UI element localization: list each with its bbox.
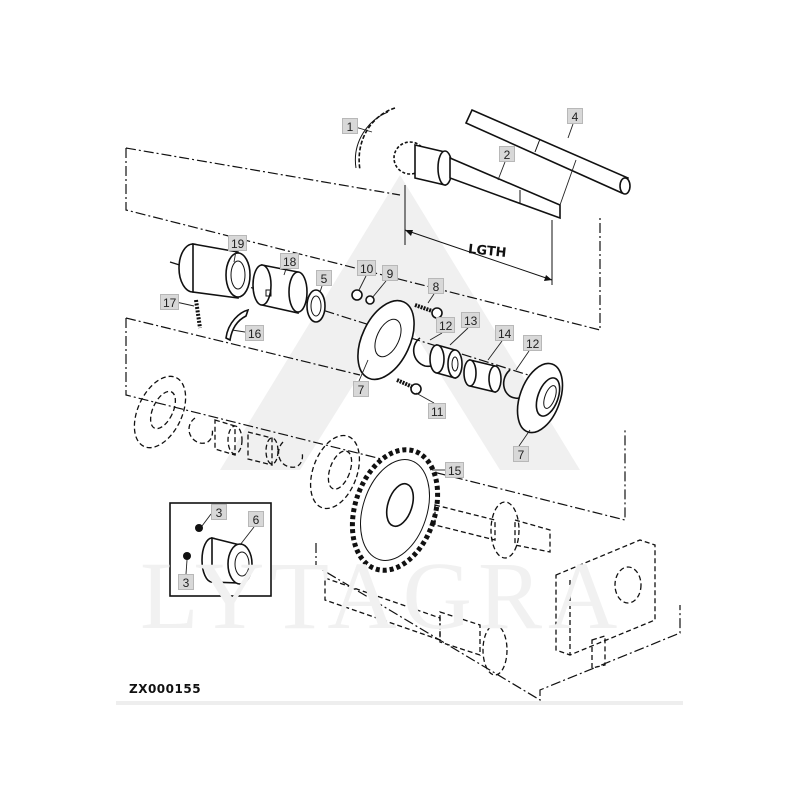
part-5-washer	[306, 289, 326, 323]
callout-part-3b[interactable]: 3	[178, 574, 194, 590]
callout-part-19[interactable]: 19	[228, 235, 248, 251]
part-15-sprocket	[349, 447, 441, 573]
callout-part-17[interactable]: 17	[160, 294, 180, 310]
group-frame-middle	[125, 317, 626, 521]
bottom-divider	[116, 701, 683, 705]
figure-id: ZX000155	[129, 682, 202, 696]
callout-part-3a[interactable]: 3	[211, 504, 227, 520]
part-8-bolt	[414, 303, 443, 319]
callout-part-9[interactable]: 9	[382, 265, 398, 281]
callout-part-4[interactable]: 4	[567, 108, 583, 124]
part-10-nut	[351, 289, 363, 301]
watermark-triangle	[220, 175, 580, 470]
part-16-half-ring	[225, 308, 250, 342]
part-4-tube	[464, 108, 631, 195]
bracket-dashed	[555, 539, 656, 669]
callout-part-1[interactable]: 1	[342, 118, 358, 134]
group-frame-lower	[315, 543, 681, 702]
part-2-shaft	[414, 143, 561, 220]
callout-part-6[interactable]: 6	[248, 511, 264, 527]
part-7-flange-upper	[357, 299, 415, 381]
callout-part-12a[interactable]: 12	[436, 317, 456, 333]
part-19-coupling	[178, 243, 251, 299]
length-dimension	[404, 185, 553, 285]
callout-part-5[interactable]: 5	[316, 270, 332, 286]
part-18-sleeve	[252, 264, 308, 314]
callout-part-16[interactable]: 16	[245, 325, 265, 341]
callout-part-10[interactable]: 10	[357, 260, 377, 276]
callout-part-11[interactable]: 11	[428, 403, 447, 419]
leader-lines	[175, 123, 577, 575]
callout-part-7b[interactable]: 7	[513, 446, 529, 462]
bearing-assembly-dashed	[133, 375, 361, 510]
callout-part-2[interactable]: 2	[499, 146, 515, 162]
callout-part-14[interactable]: 14	[495, 325, 515, 341]
hub-shaft-dashed	[434, 501, 551, 559]
callout-part-15[interactable]: 15	[445, 462, 465, 478]
part-17-spring	[194, 299, 202, 329]
lower-shaft-dashed	[324, 577, 508, 676]
callout-part-13[interactable]: 13	[461, 312, 481, 328]
part-14-bushing	[463, 358, 502, 394]
part-11-bolt	[396, 378, 422, 395]
callout-part-8[interactable]: 8	[428, 278, 444, 294]
part-7-flange-right	[516, 362, 564, 434]
callout-part-18[interactable]: 18	[280, 253, 300, 269]
callout-part-12b[interactable]: 12	[523, 335, 543, 351]
part-13-bearing	[429, 343, 463, 380]
callout-part-7a[interactable]: 7	[353, 381, 369, 397]
